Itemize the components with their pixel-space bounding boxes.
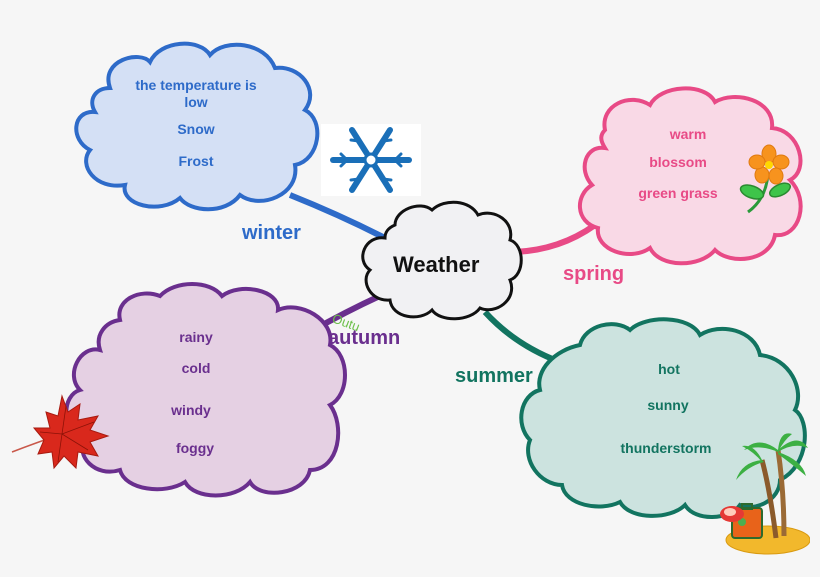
summer-item-sunny: sunny [647,397,689,413]
spring-item-blossom: blossom [649,154,707,170]
summer-connector [482,309,562,365]
branch-label-winter: winter [242,222,301,244]
winter-item-temperature-line1: the temperature is [135,77,257,93]
winter-item-frost: Frost [178,153,214,169]
autumn-item-rainy: rainy [179,329,213,345]
flower-icon [738,144,794,216]
branch-label-summer: summer [455,365,533,387]
spring-item-green-grass: green grass [638,185,718,201]
center-topic-label: Weather [393,252,480,277]
spring-item-warm: warm [669,126,707,142]
summer-item-thunderstorm: thunderstorm [620,440,712,456]
autumn-cloud [64,282,347,498]
branch-label-autumn: autumn [328,327,401,349]
winter-item-snow: Snow [177,121,215,137]
center-cloud [361,200,523,321]
autumn-item-windy: windy [171,402,211,418]
palm-island-icon [718,430,811,558]
snowflake-icon [321,124,421,196]
autumn-item-foggy: foggy [175,440,215,456]
winter-item-temperature: the temperature is low [135,77,256,111]
winter-connector [288,192,387,241]
winter-item-temperature-line2: low [184,94,208,110]
spring-cloud [577,86,803,266]
spring-connector [514,222,597,255]
maple-leaf-icon [8,392,112,472]
autumn-item-cold: cold [181,360,211,376]
branch-label-spring: spring [563,263,625,285]
winter-cloud [74,41,320,212]
summer-item-hot: hot [658,361,680,377]
